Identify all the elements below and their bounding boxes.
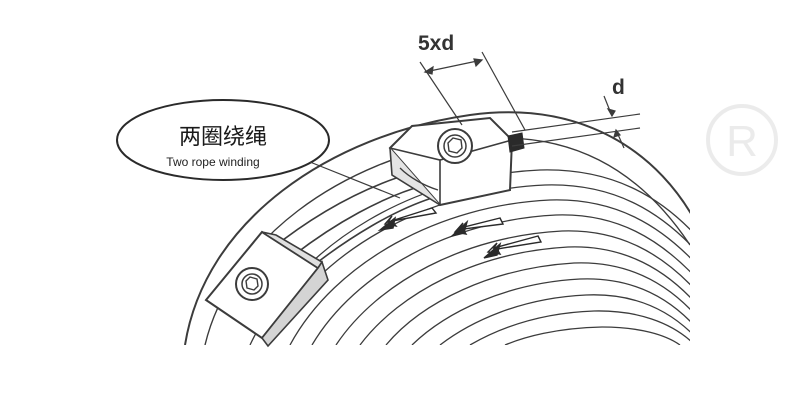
left-rope-clamp — [204, 230, 329, 348]
rope-winding-line — [439, 294, 690, 345]
arrow-icon — [483, 235, 543, 259]
rope-winding-line — [311, 214, 690, 345]
dimension-label-5xd: 5xd — [418, 32, 454, 55]
svg-text:R: R — [726, 117, 758, 166]
right-rope-clamp — [388, 116, 525, 207]
dimension-5xd — [419, 51, 526, 131]
arrow-icon — [377, 207, 438, 232]
callout-label-cn: 两圈绕绳 — [179, 125, 267, 150]
rope-winding-line — [469, 310, 690, 345]
dimension-d — [511, 95, 641, 149]
callout-bubble — [116, 99, 401, 199]
winding-arrows — [377, 207, 543, 259]
arrow-icon — [449, 217, 505, 238]
rope-winding-line — [359, 246, 690, 345]
dimension-label-d: d — [612, 76, 625, 99]
rope-winding-line — [385, 262, 690, 345]
rope-winding-line — [411, 278, 690, 345]
rope-winding-line — [504, 326, 681, 345]
rope-winding-line — [289, 199, 690, 345]
callout-label-en: Two rope winding — [166, 155, 259, 169]
drum-rim — [184, 111, 690, 345]
registered-watermark-icon: R — [706, 104, 778, 176]
rope-winding-line — [335, 230, 690, 345]
